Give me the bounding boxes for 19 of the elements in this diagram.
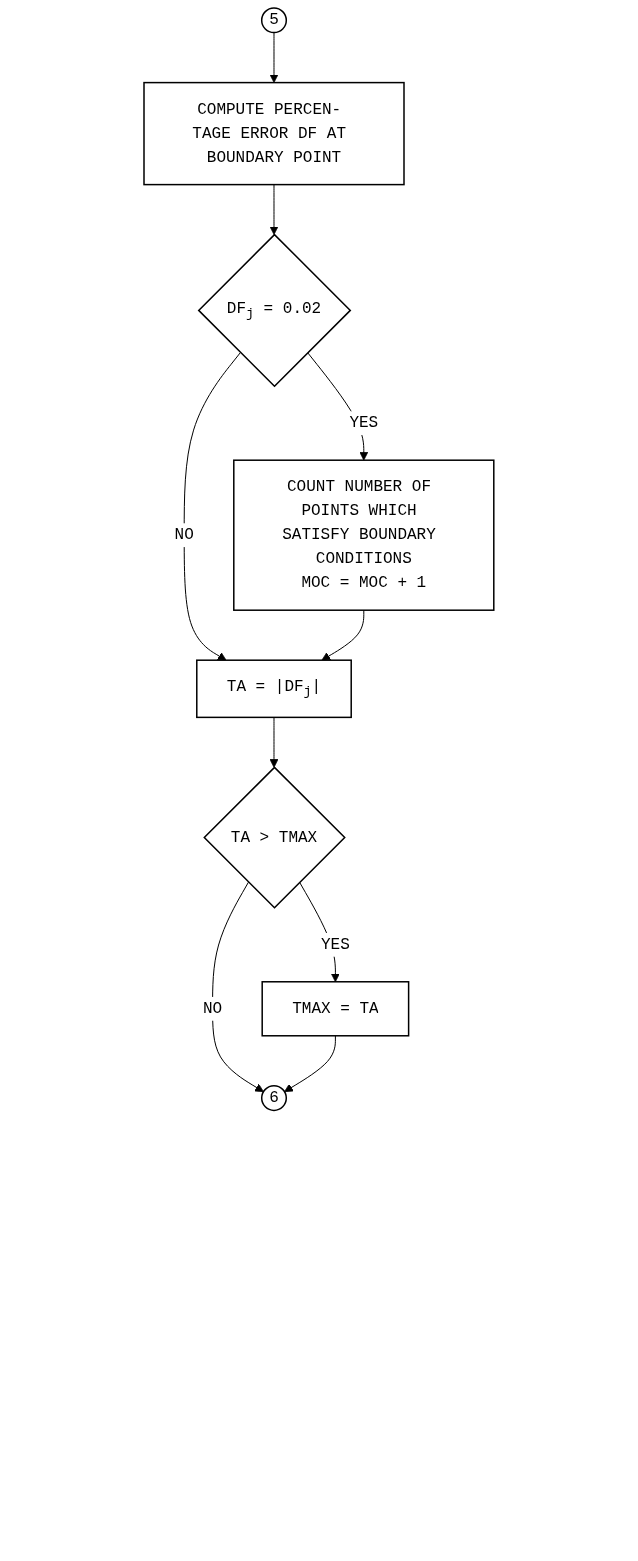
edge-label: NO	[174, 526, 194, 545]
node-circle: 6	[261, 1085, 288, 1112]
node-box: COUNT NUMBER OF POINTS WHICH SATISFY BOUNDARY CONDITIONS MOC = MOC + 1	[233, 459, 495, 611]
node-box: TA = |DF$_{j}$|	[196, 659, 353, 719]
node-circle: 5	[261, 7, 288, 34]
node-diamond: TA > TMAX	[203, 766, 346, 909]
edge-label: NO	[203, 999, 223, 1018]
arrow	[183, 352, 241, 661]
node-box: TMAX = TA	[261, 981, 410, 1037]
arrow	[321, 609, 365, 661]
node-diamond: DF$_{j}$ = 0.02	[197, 233, 352, 388]
edge-label: YES	[321, 935, 350, 954]
arrow	[269, 716, 279, 768]
arrow	[212, 881, 264, 1093]
edge-label: YES	[349, 414, 379, 433]
arrow	[269, 32, 279, 83]
arrow	[269, 184, 279, 235]
arrow	[284, 1035, 336, 1093]
node-box: COMPUTE PERCEN- TAGE ERROR DF AT BOUNDARY POINT	[143, 81, 405, 186]
